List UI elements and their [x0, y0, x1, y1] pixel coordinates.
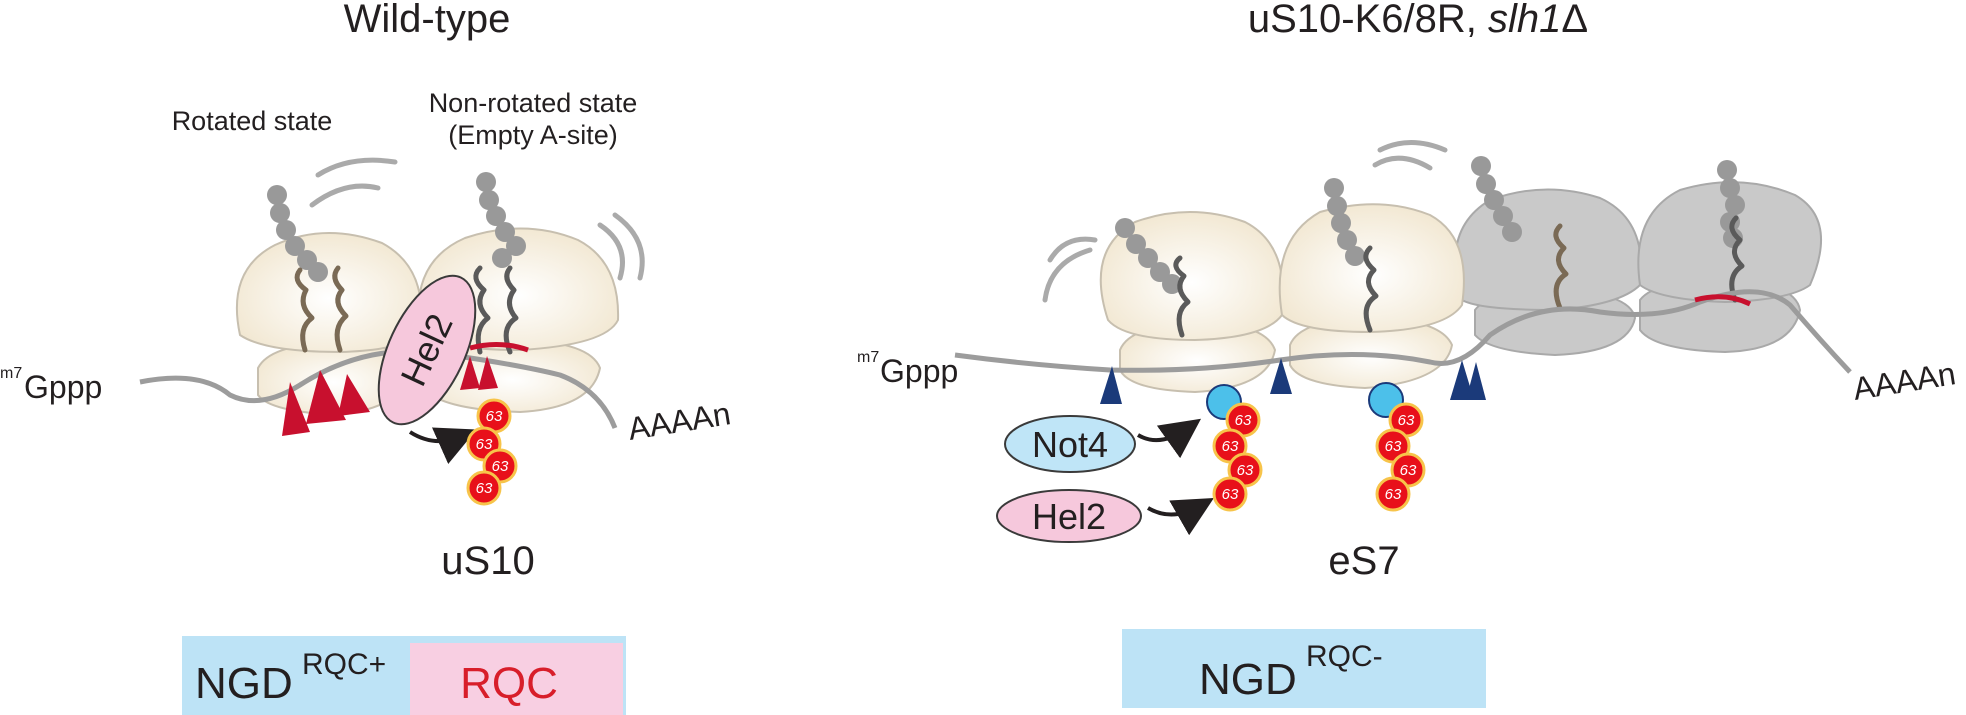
trna-group-left	[294, 265, 519, 355]
svg-text:63: 63	[1400, 462, 1417, 479]
mrna-right	[954, 289, 1852, 374]
svg-text:63: 63	[1398, 412, 1415, 429]
empty-a-site-label: (Empty A-site)	[448, 120, 618, 150]
arrow-hel2	[1146, 498, 1214, 536]
left-title: Wild-type	[344, 0, 511, 41]
svg-text:63: 63	[486, 408, 503, 425]
nascent-chain-1	[267, 185, 328, 282]
left-cap-superscript: m7	[0, 365, 22, 382]
ngd-left-label: NGD	[195, 659, 293, 708]
hel2-right-label: Hel2	[1032, 496, 1106, 537]
svg-text:63: 63	[1235, 412, 1252, 429]
ubiquitin-labels-right: 63 63 63 63 63 63 63 63	[1222, 412, 1417, 503]
not4-label: Not4	[1032, 424, 1108, 465]
hel2-right: Hel2	[996, 489, 1142, 543]
ngd-right-label: NGD	[1199, 655, 1297, 704]
arrow-not4	[1136, 418, 1202, 459]
nascent-chains-right	[1115, 156, 1745, 294]
vibration-arcs-right	[1042, 140, 1448, 303]
ngd-rqc-minus-box	[1122, 629, 1486, 708]
cleavage-sites-right	[1100, 358, 1486, 404]
rqc-box	[410, 643, 623, 715]
arrow-left	[408, 427, 477, 465]
svg-text:63: 63	[476, 480, 493, 497]
right-title: uS10-K6/8R, slh1Δ	[1248, 0, 1588, 41]
right-panel: uS10-K6/8R, slh1Δ	[857, 0, 1958, 708]
svg-text:63: 63	[1222, 438, 1239, 455]
svg-text:63: 63	[492, 458, 509, 475]
nascent-chain-2	[476, 172, 526, 268]
es7-label: eS7	[1328, 539, 1399, 583]
right-cap-superscript: m7	[857, 349, 879, 366]
hel2-left: Hel2	[377, 274, 477, 426]
svg-text:63: 63	[1222, 486, 1239, 503]
ngd-left-superscript: RQC+	[302, 648, 386, 681]
nonrotated-state-label: Non-rotated state	[429, 88, 638, 118]
us10-label: uS10	[441, 539, 534, 583]
not4-ellipse: Not4	[1004, 415, 1136, 473]
ubiquitin-chain-left	[466, 398, 518, 506]
right-cap-label: Gppp	[880, 353, 958, 389]
rotated-state-label: Rotated state	[172, 106, 333, 136]
left-polya-label: AAAAn	[625, 395, 733, 447]
svg-text:63: 63	[1385, 486, 1402, 503]
rqc-label: RQC	[460, 659, 558, 708]
stall-codon-right	[1694, 294, 1752, 307]
ubiquitin-chain-right-1	[1212, 402, 1263, 512]
ngd-right-superscript: RQC-	[1306, 640, 1383, 673]
trna-group-right	[1173, 215, 1745, 338]
right-polya-label: AAAAn	[1850, 355, 1958, 407]
ubiquitin-chain-right-2	[1375, 402, 1426, 512]
stall-codon-left	[469, 342, 529, 353]
svg-text:63: 63	[1237, 462, 1254, 479]
stalled-ribosome-1	[1454, 188, 1643, 357]
cleavage-sites-left	[282, 356, 498, 436]
left-cap-label: Gppp	[24, 369, 102, 405]
svg-text:63: 63	[476, 436, 493, 453]
left-panel: Wild-type Rotated state Non-rotated stat…	[0, 0, 733, 715]
ribosome-rotated	[235, 232, 423, 417]
vibration-arcs	[309, 157, 645, 281]
ubiquitin-labels-left: 63 63 63 63	[476, 408, 509, 497]
collided-ribosome-1	[1099, 211, 1285, 394]
svg-text:63: 63	[1385, 438, 1402, 455]
